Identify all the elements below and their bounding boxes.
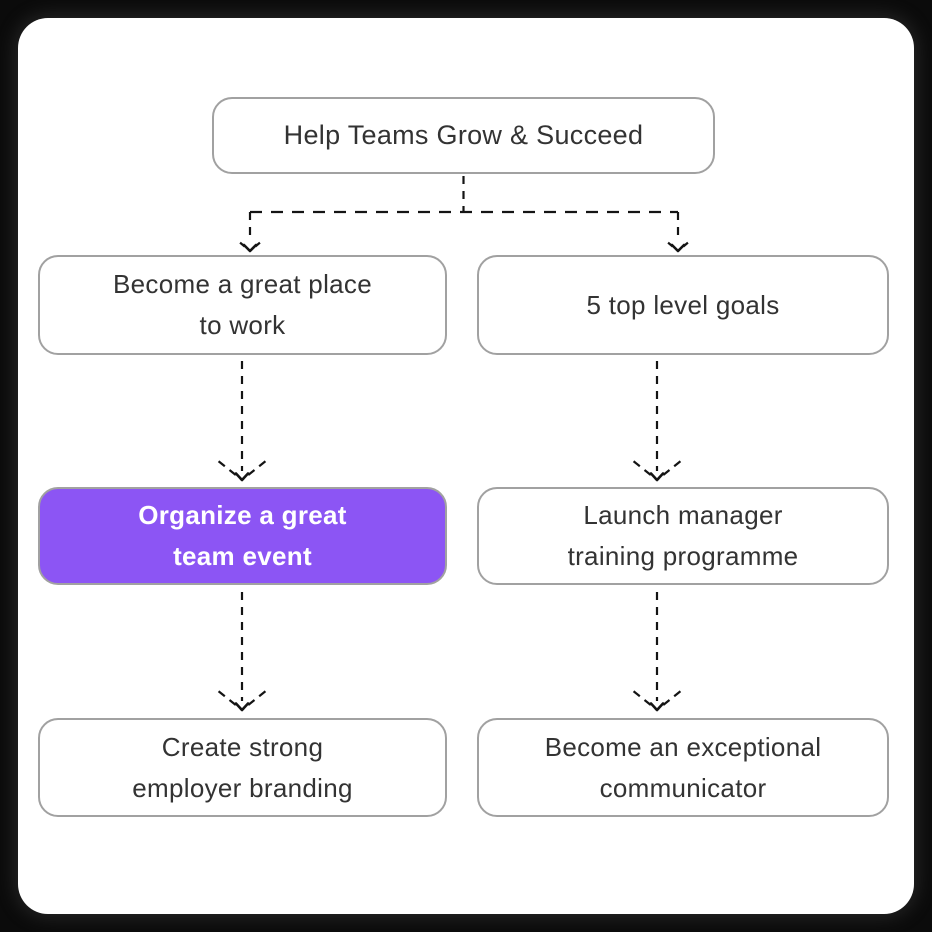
arrowhead-left-icon: [236, 239, 264, 253]
arrowhead-icon: [649, 702, 665, 712]
arrowhead-icon: [649, 472, 665, 482]
node-label-line: Become a great place: [113, 269, 372, 299]
node-exceptional-communicator[interactable]: Become an exceptional communicator: [477, 718, 889, 817]
node-label-line: Launch manager: [583, 500, 783, 530]
node-label-line: employer branding: [132, 772, 353, 803]
node-employer-branding[interactable]: Create strong employer branding: [38, 718, 447, 817]
arrowhead-icon: [234, 702, 250, 712]
node-top-level-goals[interactable]: 5 top level goals: [477, 255, 889, 355]
node-label-line: Help Teams Grow & Succeed: [283, 120, 644, 150]
connector-left-2: [216, 592, 268, 712]
node-label-line: Create strong: [161, 731, 324, 762]
node-launch-manager-training[interactable]: Launch manager training programme: [477, 487, 889, 585]
node-help-teams-grow[interactable]: Help Teams Grow & Succeed: [212, 97, 715, 174]
node-label-line: communicator: [599, 772, 767, 803]
node-label-line: to work: [199, 310, 286, 340]
diagram-card: Help Teams Grow & Succeed Become a great…: [18, 18, 914, 914]
arrowhead-icon: [234, 472, 250, 482]
node-label-line: training programme: [567, 541, 799, 571]
node-label-line: team event: [173, 541, 312, 571]
node-become-great-place[interactable]: Become a great place to work: [38, 255, 447, 355]
node-label-line: Become an exceptional: [544, 731, 822, 762]
connector-right-1: [631, 361, 683, 482]
connector-right-2: [631, 592, 683, 712]
node-organize-team-event[interactable]: Organize a great team event: [38, 487, 447, 585]
node-label-line: Organize a great: [138, 500, 347, 530]
connector-root-fork: [236, 176, 692, 253]
node-label-line: 5 top level goals: [586, 289, 780, 320]
connector-left-1: [216, 361, 268, 482]
arrowhead-right-icon: [664, 239, 692, 253]
